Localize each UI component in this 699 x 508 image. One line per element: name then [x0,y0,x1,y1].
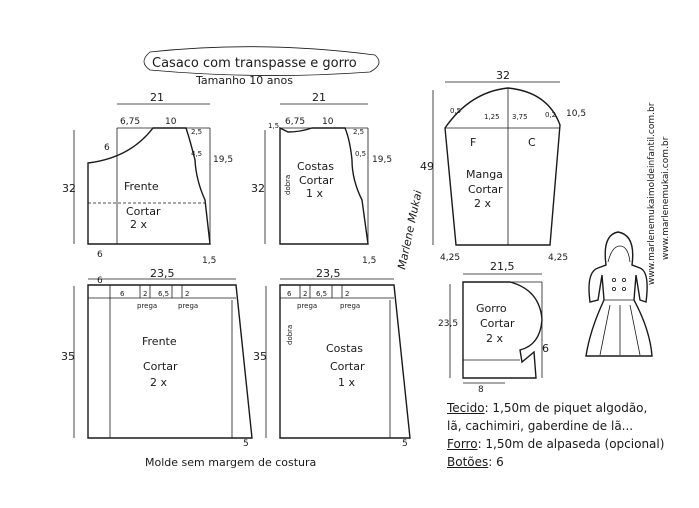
piece-frente-bodice: 21 6,75 10 2,5 4,5 19,5 6 32 6 1,5 Frent… [62,91,233,266]
tecido-label: Tecido [447,401,485,415]
manga-cut: Cortar [468,183,503,196]
costas-skirt-p3: 6,5 [316,290,327,298]
gorro-cut: Cortar [480,317,515,330]
costas-bodice-m2: 0,5 [355,150,366,158]
botoes-label: Botões [447,455,489,469]
bottom-note: Molde sem margem de costura [145,456,316,469]
frente-skirt-top-left: 6 [97,276,103,286]
frente-bodice-width: 21 [150,91,164,104]
frente-skirt-p4: 2 [185,290,189,298]
frente-bodice-neck-width: 6,75 [120,117,140,127]
costas-bodice-height: 32 [251,182,265,195]
frente-bodice-cut: Cortar [126,205,161,218]
frente-skirt-count: 2 x [150,376,167,389]
manga-a2: 1,25 [484,113,500,121]
piece-gorro: 21,5 23,5 Gorro Cortar 2 x 6 8 [438,260,549,395]
manga-cuff-left: 4,25 [440,253,460,263]
materials-botoes: Botões: 6 [447,455,504,469]
frente-bodice-bottom: 6 [97,250,103,260]
costas-bodice-count: 1 x [306,187,323,200]
piece-costas-skirt: 23,5 6 2 6,5 2 prega prega 35 dobra Cost… [253,267,411,449]
costas-bodice-armhole: 19,5 [372,155,392,165]
frente-skirt-height: 35 [61,350,75,363]
signature: Marlene Mukai [395,189,424,270]
materials-tecido: Tecido: 1,50m de piquet algodão, [447,401,647,415]
manga-name: Manga [466,168,503,181]
frente-bodice-count: 2 x [130,218,147,231]
frente-skirt-p2: 2 [143,290,147,298]
materials-forro: Forro: 1,50m de alpaseda (opcional) [447,437,664,451]
costas-bodice-fold: dobra [284,175,292,195]
gorro-width: 21,5 [490,260,515,273]
piece-frente-skirt: 23,5 6 6 2 6,5 2 prega prega 35 Frente C… [61,267,253,449]
frente-skirt-prega-1: prega [137,302,157,310]
gorro-height: 23,5 [438,319,458,329]
piece-manga: 32 49 0,5 1,25 3,75 0,2 10,5 F C Manga C… [420,69,586,263]
frente-skirt-hem: 5 [243,439,249,449]
costas-skirt-p4: 2 [345,290,349,298]
frente-skirt-name: Frente [142,335,177,348]
manga-a5: 10,5 [566,109,586,119]
costas-bodice-shoulder: 10 [322,117,334,127]
title-line-1: Casaco com transpasse e gorro [152,56,357,71]
costas-skirt-prega-2: prega [340,302,360,310]
manga-width: 32 [496,69,510,82]
tecido-text: : 1,50m de piquet algodão, [484,401,648,415]
manga-front-mark: F [470,136,476,149]
website-main: www.marlenemukaimoldeinfantil.com.br [647,102,657,285]
costas-skirt-p2: 2 [303,290,307,298]
costas-skirt-prega-1: prega [297,302,317,310]
manga-a4: 0,2 [545,111,556,119]
frente-bodice-neck-depth: 6 [104,143,110,153]
costas-bodice-cut: Cortar [299,174,334,187]
costas-skirt-name: Costas [326,342,363,355]
manga-a1: 0,5 [450,107,461,115]
frente-bodice-shoulder: 10 [165,117,177,127]
tecido-text-2: lã, cachimiri, gaberdine de lã... [447,419,634,433]
forro-label: Forro [447,437,478,451]
title-line-2: Tamanho 10 anos [195,74,293,87]
costas-skirt-count: 1 x [338,376,355,389]
costas-skirt-fold: dobra [286,325,294,345]
costas-bodice-m1: 2,5 [353,128,364,136]
frente-skirt-p1: 6 [120,290,125,298]
title-block: Casaco com transpasse e gorro Tamanho 10… [143,46,380,87]
gorro-name: Gorro [476,302,507,315]
frente-bodice-name: Frente [124,180,159,193]
frente-skirt-prega-2: prega [178,302,198,310]
costas-bodice-name: Costas [297,160,334,173]
frente-bodice-armhole: 19,5 [213,155,233,165]
manga-count: 2 x [474,197,491,210]
gorro-bottom: 8 [478,385,484,395]
piece-costas-bodice: 21 6,75 10 1,5 2,5 0,5 19,5 32 dobra 1,5… [251,91,392,266]
costas-bodice-neck-width: 6,75 [285,117,305,127]
gorro-count: 2 x [486,332,503,345]
frente-skirt-cut: Cortar [143,360,178,373]
manga-length: 49 [420,160,434,173]
botoes-text: : 6 [488,455,504,469]
costas-skirt-height: 35 [253,350,267,363]
frente-bodice-hem: 1,5 [202,256,216,266]
costas-skirt-p1: 6 [287,290,292,298]
frente-bodice-m1: 2,5 [191,128,202,136]
costas-skirt-width: 23,5 [316,267,341,280]
costas-skirt-cut: Cortar [330,360,365,373]
frente-bodice-m2: 4,5 [191,150,202,158]
frente-skirt-width: 23,5 [150,267,175,280]
manga-a3: 3,75 [512,113,528,121]
materials-tecido-2: lã, cachimiri, gaberdine de lã... [447,419,633,433]
costas-bodice-hem: 1,5 [362,256,376,266]
coat-illustration [585,231,653,357]
costas-skirt-hem: 5 [402,439,408,449]
forro-text: : 1,50m de alpaseda (opcional) [477,437,665,451]
frente-skirt-p3: 6,5 [158,290,169,298]
costas-bodice-width: 21 [312,91,326,104]
frente-bodice-height: 32 [62,182,76,195]
gorro-tip: 6 [542,342,549,355]
website-secondary: www.marlenemukai.com.br [661,136,671,260]
manga-back-mark: C [528,136,536,149]
costas-bodice-m0: 1,5 [268,122,279,130]
manga-cuff-right: 4,25 [548,253,568,263]
